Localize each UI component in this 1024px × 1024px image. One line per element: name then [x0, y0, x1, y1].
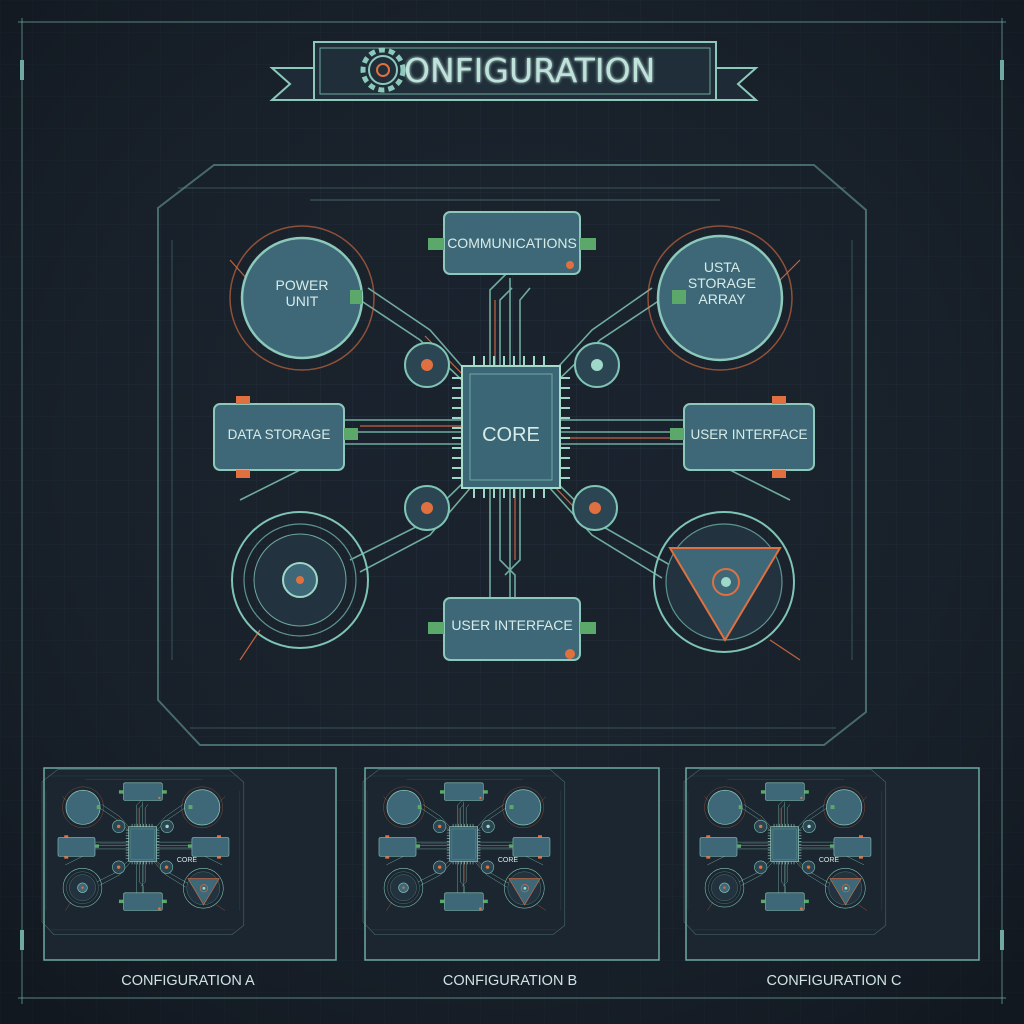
module-label-line: ARRAY	[698, 291, 746, 307]
configuration-panel-a[interactable]: CORE CONFIGURATION A	[41, 767, 337, 989]
module-label-line: DATA STORAGE	[228, 427, 331, 442]
configuration-panel-b[interactable]: CORE CONFIGURATION B	[362, 767, 660, 989]
configuration-panels: CORE CONFIGURATION A CORE CONFIGURATION …	[41, 767, 980, 989]
module-label-line: USER INTERFACE	[690, 427, 807, 442]
configuration-panel-c[interactable]: CORE CONFIGURATION C	[683, 767, 980, 989]
title-banner: ONFIGURATION	[269, 41, 759, 101]
communications-module: COMMUNICATIONS	[447, 235, 577, 251]
module-label-line: COMMUNICATIONS	[447, 235, 577, 251]
mini-core-label: CORE	[498, 857, 519, 864]
mini-core-label: CORE	[819, 857, 840, 864]
mini-core-label: CORE	[177, 857, 198, 864]
module-label-line: USTA	[704, 259, 741, 275]
module-label-line: POWER	[276, 277, 329, 293]
gear-icon	[360, 47, 406, 93]
core-label: CORE	[482, 424, 540, 446]
user-interface-bottom-module: USER INTERFACE	[451, 617, 572, 633]
user-interface-right-module: USER INTERFACE	[690, 427, 807, 442]
module-label-line: STORAGE	[688, 275, 756, 291]
module-label-line: USER INTERFACE	[451, 617, 572, 633]
configuration-label: CONFIGURATION C	[766, 973, 901, 989]
configuration-label: CONFIGURATION A	[121, 973, 255, 989]
outer-frame	[18, 18, 1006, 1004]
data-storage-module: DATA STORAGE	[228, 427, 331, 442]
configuration-label: CONFIGURATION B	[443, 973, 577, 989]
module-label-line: UNIT	[286, 293, 319, 309]
title-text: ONFIGURATION	[404, 51, 655, 90]
